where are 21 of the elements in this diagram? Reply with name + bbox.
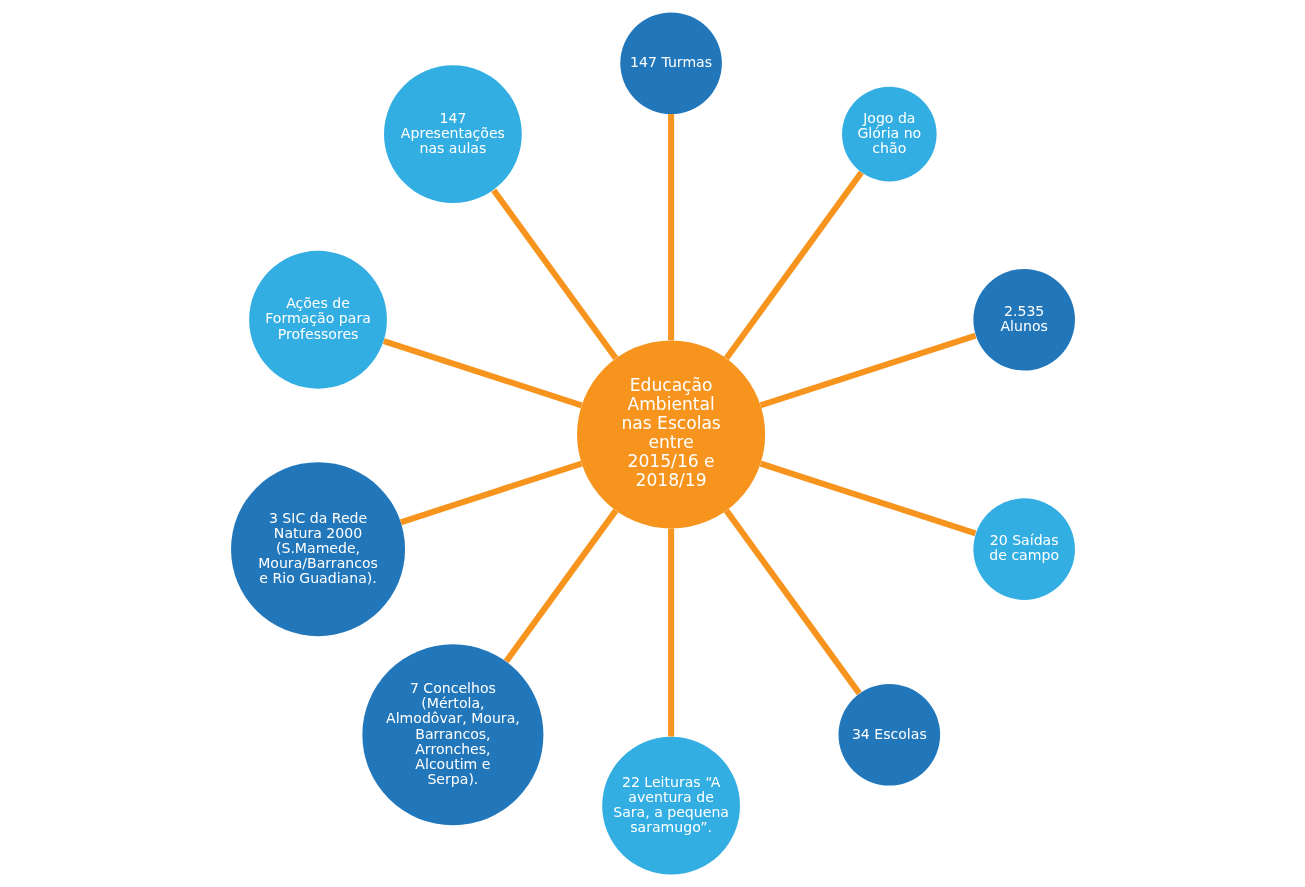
connector bbox=[382, 338, 582, 409]
connector bbox=[759, 460, 976, 537]
connector bbox=[667, 114, 674, 341]
connector bbox=[723, 508, 862, 696]
connector bbox=[723, 170, 864, 361]
connector bbox=[490, 188, 618, 361]
node-circle: Ações de Formação para Professores bbox=[248, 250, 387, 389]
node-circle: 7 Concelhos (Mértola, Almodôvar, Moura, Barrancos, Arronches, Alcoutim e Serpa). bbox=[361, 644, 543, 826]
connector bbox=[759, 332, 976, 409]
node-circle: Jogo da Glória no chão bbox=[841, 86, 937, 182]
node-circle: 22 Leituras “A aventura de Sara, a pequena saramugo”. bbox=[601, 736, 740, 875]
node-circle: Educação Ambiental nas Escolas entre 2015/16 e 2018/19 bbox=[576, 340, 765, 529]
connector bbox=[667, 528, 674, 737]
node-circle: 2.535 Alunos bbox=[972, 268, 1075, 371]
node-circle: 147 Apresentações nas aulas bbox=[383, 65, 522, 203]
node-circle: 34 Escolas bbox=[838, 684, 940, 786]
node-circle: 147 Turmas bbox=[619, 12, 722, 114]
connector bbox=[399, 460, 582, 526]
connector bbox=[503, 508, 618, 664]
node-circle: 20 Saídas de campo bbox=[972, 498, 1075, 600]
node-circle: 3 SIC da Rede Natura 2000 (S.Mamede, Moura/Barrancos e Rio Guadiana). bbox=[230, 462, 405, 637]
